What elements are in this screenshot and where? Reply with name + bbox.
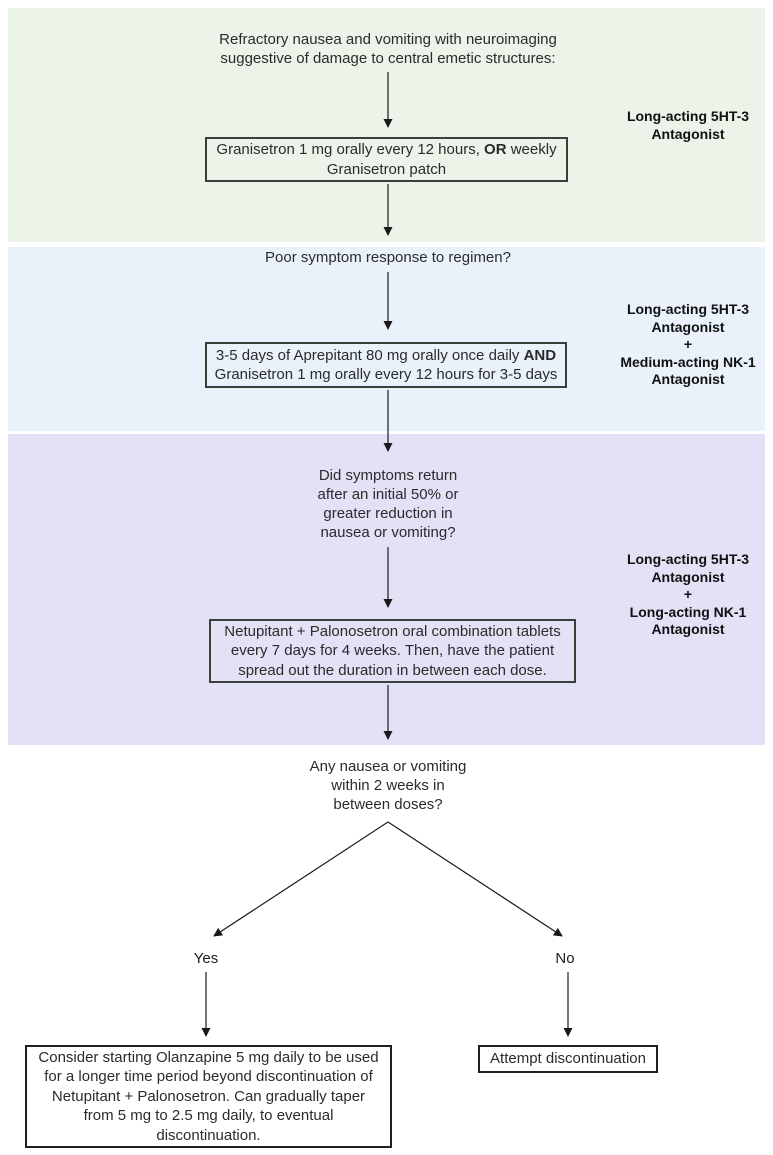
band-second-regimen — [8, 247, 765, 431]
treatment-box-granisetron-text: Granisetron 1 mg orally every 12 hours, … — [216, 140, 556, 179]
box2-line2: Granisetron 1 mg orally every 12 hours f… — [214, 366, 558, 383]
box1-line1-pre: Granisetron 1 mg orally every 12 hours, — [216, 141, 485, 158]
outcome-box-attempt-discontinuation: Attempt discontinuation — [478, 1045, 658, 1073]
outcome-box-attempt-discontinuation-text: Attempt discontinuation — [490, 1050, 646, 1068]
branch-label-yes: Yes — [193, 950, 219, 967]
treatment-box-aprepitant-text: 3-5 days of Aprepitant 80 mg orally once… — [215, 346, 558, 385]
box1-line1-post: weekly — [506, 141, 557, 158]
treatment-box-aprepitant: 3-5 days of Aprepitant 80 mg orally once… — [205, 342, 567, 388]
side-label-5ht3-plus-long-nk1: Long-acting 5HT-3 Antagonist + Long-acti… — [626, 551, 750, 637]
box2-line1-pre: 3-5 days of Aprepitant 80 mg orally once… — [215, 346, 524, 364]
side-label-long-acting-5ht3: Long-acting 5HT-3 Antagonist — [626, 108, 750, 142]
branch-label-no: No — [555, 950, 575, 967]
treatment-box-granisetron: Granisetron 1 mg orally every 12 hours, … — [205, 137, 568, 182]
question-initial: Refractory nausea and vomiting with neur… — [219, 31, 557, 67]
outcome-box-olanzapine-text: Consider starting Olanzapine 5 mg daily … — [38, 1048, 379, 1144]
question-symptoms-return: Did symptoms return after an initial 50%… — [317, 467, 459, 541]
outcome-box-olanzapine: Consider starting Olanzapine 5 mg daily … — [25, 1045, 392, 1148]
question-poor-response: Poor symptom response to regimen? — [265, 249, 511, 266]
side-label-5ht3-plus-medium-nk1: Long-acting 5HT-3 Antagonist + Medium-ac… — [620, 301, 756, 387]
treatment-box-netupitant-text: Netupitant + Palonosetron oral combinati… — [224, 622, 561, 679]
question-nausea-between-doses: Any nausea or vomiting within 2 weeks in… — [309, 758, 467, 813]
treatment-box-netupitant: Netupitant + Palonosetron oral combinati… — [209, 619, 576, 683]
box2-line1-bold: AND — [523, 346, 557, 364]
box1-line2: Granisetron patch — [326, 160, 447, 178]
band-third-regimen — [8, 434, 765, 745]
box1-line1-bold: OR — [484, 141, 507, 158]
arrow-branch-no — [387, 821, 563, 937]
arrow-branch-yes — [213, 821, 389, 937]
